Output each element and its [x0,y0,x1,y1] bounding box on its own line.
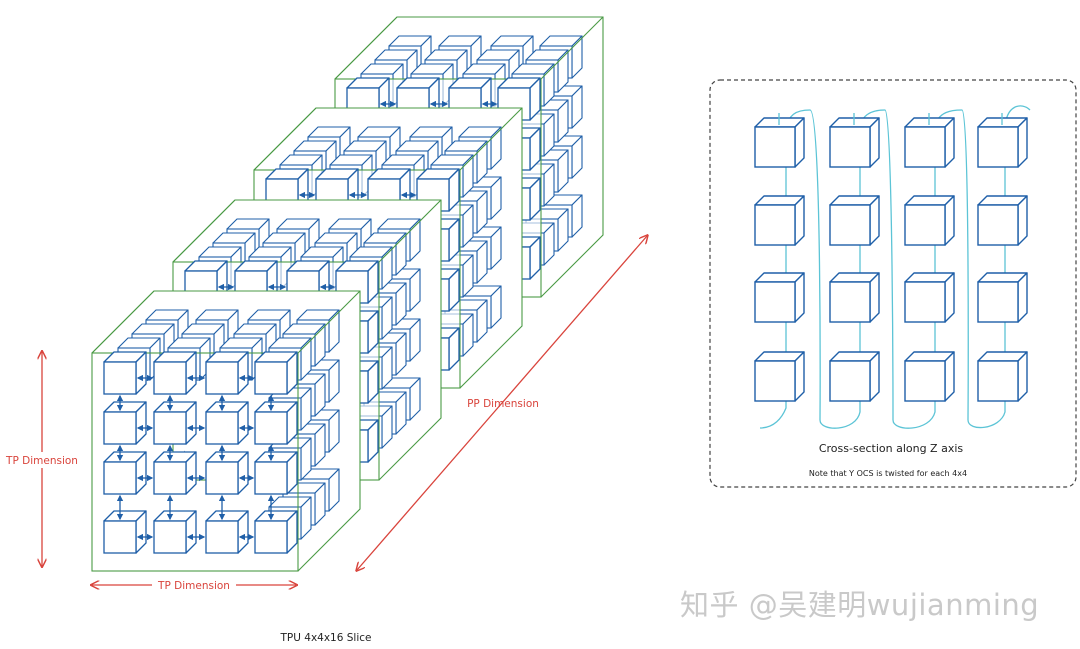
cross-section-title: Cross-section along Z axis [819,442,964,455]
chip-cube [153,451,197,495]
cross-section-grid [754,113,1028,402]
chip-cube [904,272,955,323]
chip-cube [754,272,805,323]
chip-cube [205,351,249,395]
chip-cube [254,451,298,495]
chip-cube [103,451,147,495]
tpu-slab [91,290,361,572]
chip-cube [205,451,249,495]
tp-dimension-vertical-label: TP Dimension [5,455,78,467]
slice-caption: TPU 4x4x16 Slice [280,632,372,644]
chip-cube [153,351,197,395]
tp-dimension-horizontal-label: TP Dimension [157,580,230,592]
chip-cube [977,117,1028,168]
chip-cube [103,351,147,395]
chip-cube [103,510,147,554]
chip-cube [754,117,805,168]
chip-cube [254,401,298,445]
chip-cube [829,117,880,168]
chip-cube [153,401,197,445]
cross-section-note: Note that Y OCS is twisted for each 4x4 [809,469,967,478]
chip-cube [153,510,197,554]
chip-cube [904,195,955,246]
chip-cube [977,195,1028,246]
tpu-slab-stack [91,16,604,572]
chip-cube [829,351,880,402]
chip-cube [254,351,298,395]
chip-cube [977,272,1028,323]
chip-cube [829,195,880,246]
pp-dimension-label: PP Dimension [467,398,539,410]
pp-dimension-arrow [357,236,647,570]
chip-cube [754,195,805,246]
chip-cube [205,401,249,445]
chip-cube [977,351,1028,402]
chip-cube [904,351,955,402]
chip-cube [754,351,805,402]
chip-cube [904,117,955,168]
chip-cube [254,510,298,554]
chip-cube [205,510,249,554]
chip-cube [103,401,147,445]
ocs-twist-wire [759,105,1031,429]
watermark: 知乎 @吴建明wujianming [680,588,1040,622]
cross-section-panel [709,79,1077,488]
chip-cube [829,272,880,323]
